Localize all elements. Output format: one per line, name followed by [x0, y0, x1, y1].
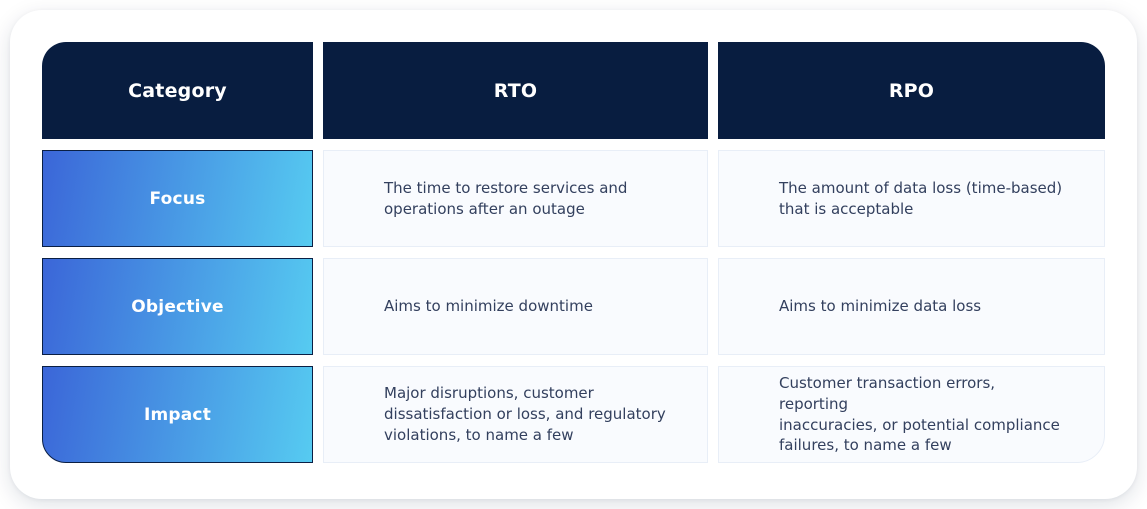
cell-text-objective-rto: Aims to minimize downtime — [384, 297, 593, 316]
body-cell-objective-rpo: Aims to minimize data loss — [718, 258, 1105, 355]
cell-text-impact-rto: Major disruptions, customer dissatisfact… — [384, 384, 666, 444]
comparison-table-card: Category RTO RPO Focus The time to resto… — [10, 10, 1137, 499]
category-label-impact: Impact — [143, 404, 212, 425]
cell-text-focus-rpo: The amount of data loss (time-based) tha… — [779, 178, 1063, 218]
category-cell-objective: Objective — [42, 258, 313, 355]
header-label-rpo: RPO — [888, 79, 935, 102]
body-cell-focus-rto: The time to restore services and operati… — [323, 150, 708, 247]
header-cell-category: Category — [42, 42, 313, 139]
body-cell-focus-rpo: The amount of data loss (time-based) tha… — [718, 150, 1105, 247]
cell-text-impact-rpo: Customer transaction errors, reporting i… — [779, 374, 1060, 455]
cell-text-objective-rpo: Aims to minimize data loss — [779, 297, 982, 316]
body-cell-impact-rpo: Customer transaction errors, reporting i… — [718, 366, 1105, 463]
rto-rpo-comparison-table: Category RTO RPO Focus The time to resto… — [42, 42, 1105, 463]
body-cell-objective-rto: Aims to minimize downtime — [323, 258, 708, 355]
header-cell-rto: RTO — [323, 42, 708, 139]
header-cell-rpo: RPO — [718, 42, 1105, 139]
cell-text-focus-rto: The time to restore services and operati… — [384, 178, 628, 218]
category-label-focus: Focus — [149, 188, 206, 209]
category-cell-focus: Focus — [42, 150, 313, 247]
header-label-rto: RTO — [493, 79, 538, 102]
header-label-category: Category — [128, 79, 227, 102]
body-cell-impact-rto: Major disruptions, customer dissatisfact… — [323, 366, 708, 463]
category-label-objective: Objective — [131, 296, 224, 317]
category-cell-impact: Impact — [42, 366, 313, 463]
